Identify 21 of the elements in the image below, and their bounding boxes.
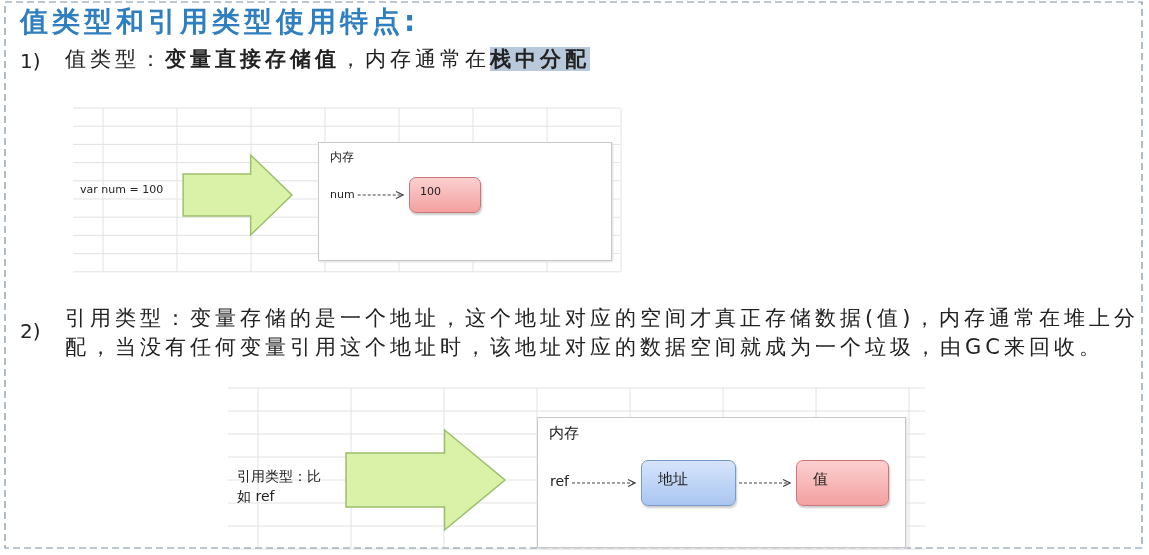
- arrow: [738, 478, 791, 488]
- block-arrow: [182, 153, 294, 237]
- code-text: var num = 100: [80, 182, 164, 198]
- paragraph: 引用类型：变量存储的是一个地址，这个地址对应的空间才真正存储数据(值)，内存通常在堆上分配，当没有任何变量引用这个地址时，该地址对应的数据空间就成为一个垃圾，由GC来回收。: [65, 305, 1140, 361]
- box-heading: 内存: [330, 149, 354, 166]
- box-heading: 内存: [549, 424, 579, 443]
- memory-box: [318, 142, 612, 261]
- variable-name: ref: [550, 471, 569, 492]
- variable-name: num: [330, 187, 355, 203]
- list-number: 1): [20, 48, 42, 75]
- arrow: [357, 190, 404, 200]
- arrow: [571, 478, 636, 488]
- address-box: 地址: [641, 460, 736, 506]
- memory-box: [537, 417, 906, 548]
- value-box: 值: [796, 460, 889, 506]
- paragraph: 值类型：变量直接存储值，内存通常在栈中分配: [65, 46, 591, 73]
- block-arrow: [345, 428, 507, 532]
- code-text: 引用类型：比如 ref: [237, 466, 321, 507]
- title: 值类型和引用类型使用特点:: [20, 4, 420, 40]
- list-number: 2): [20, 318, 42, 345]
- value-box: 100: [409, 177, 481, 213]
